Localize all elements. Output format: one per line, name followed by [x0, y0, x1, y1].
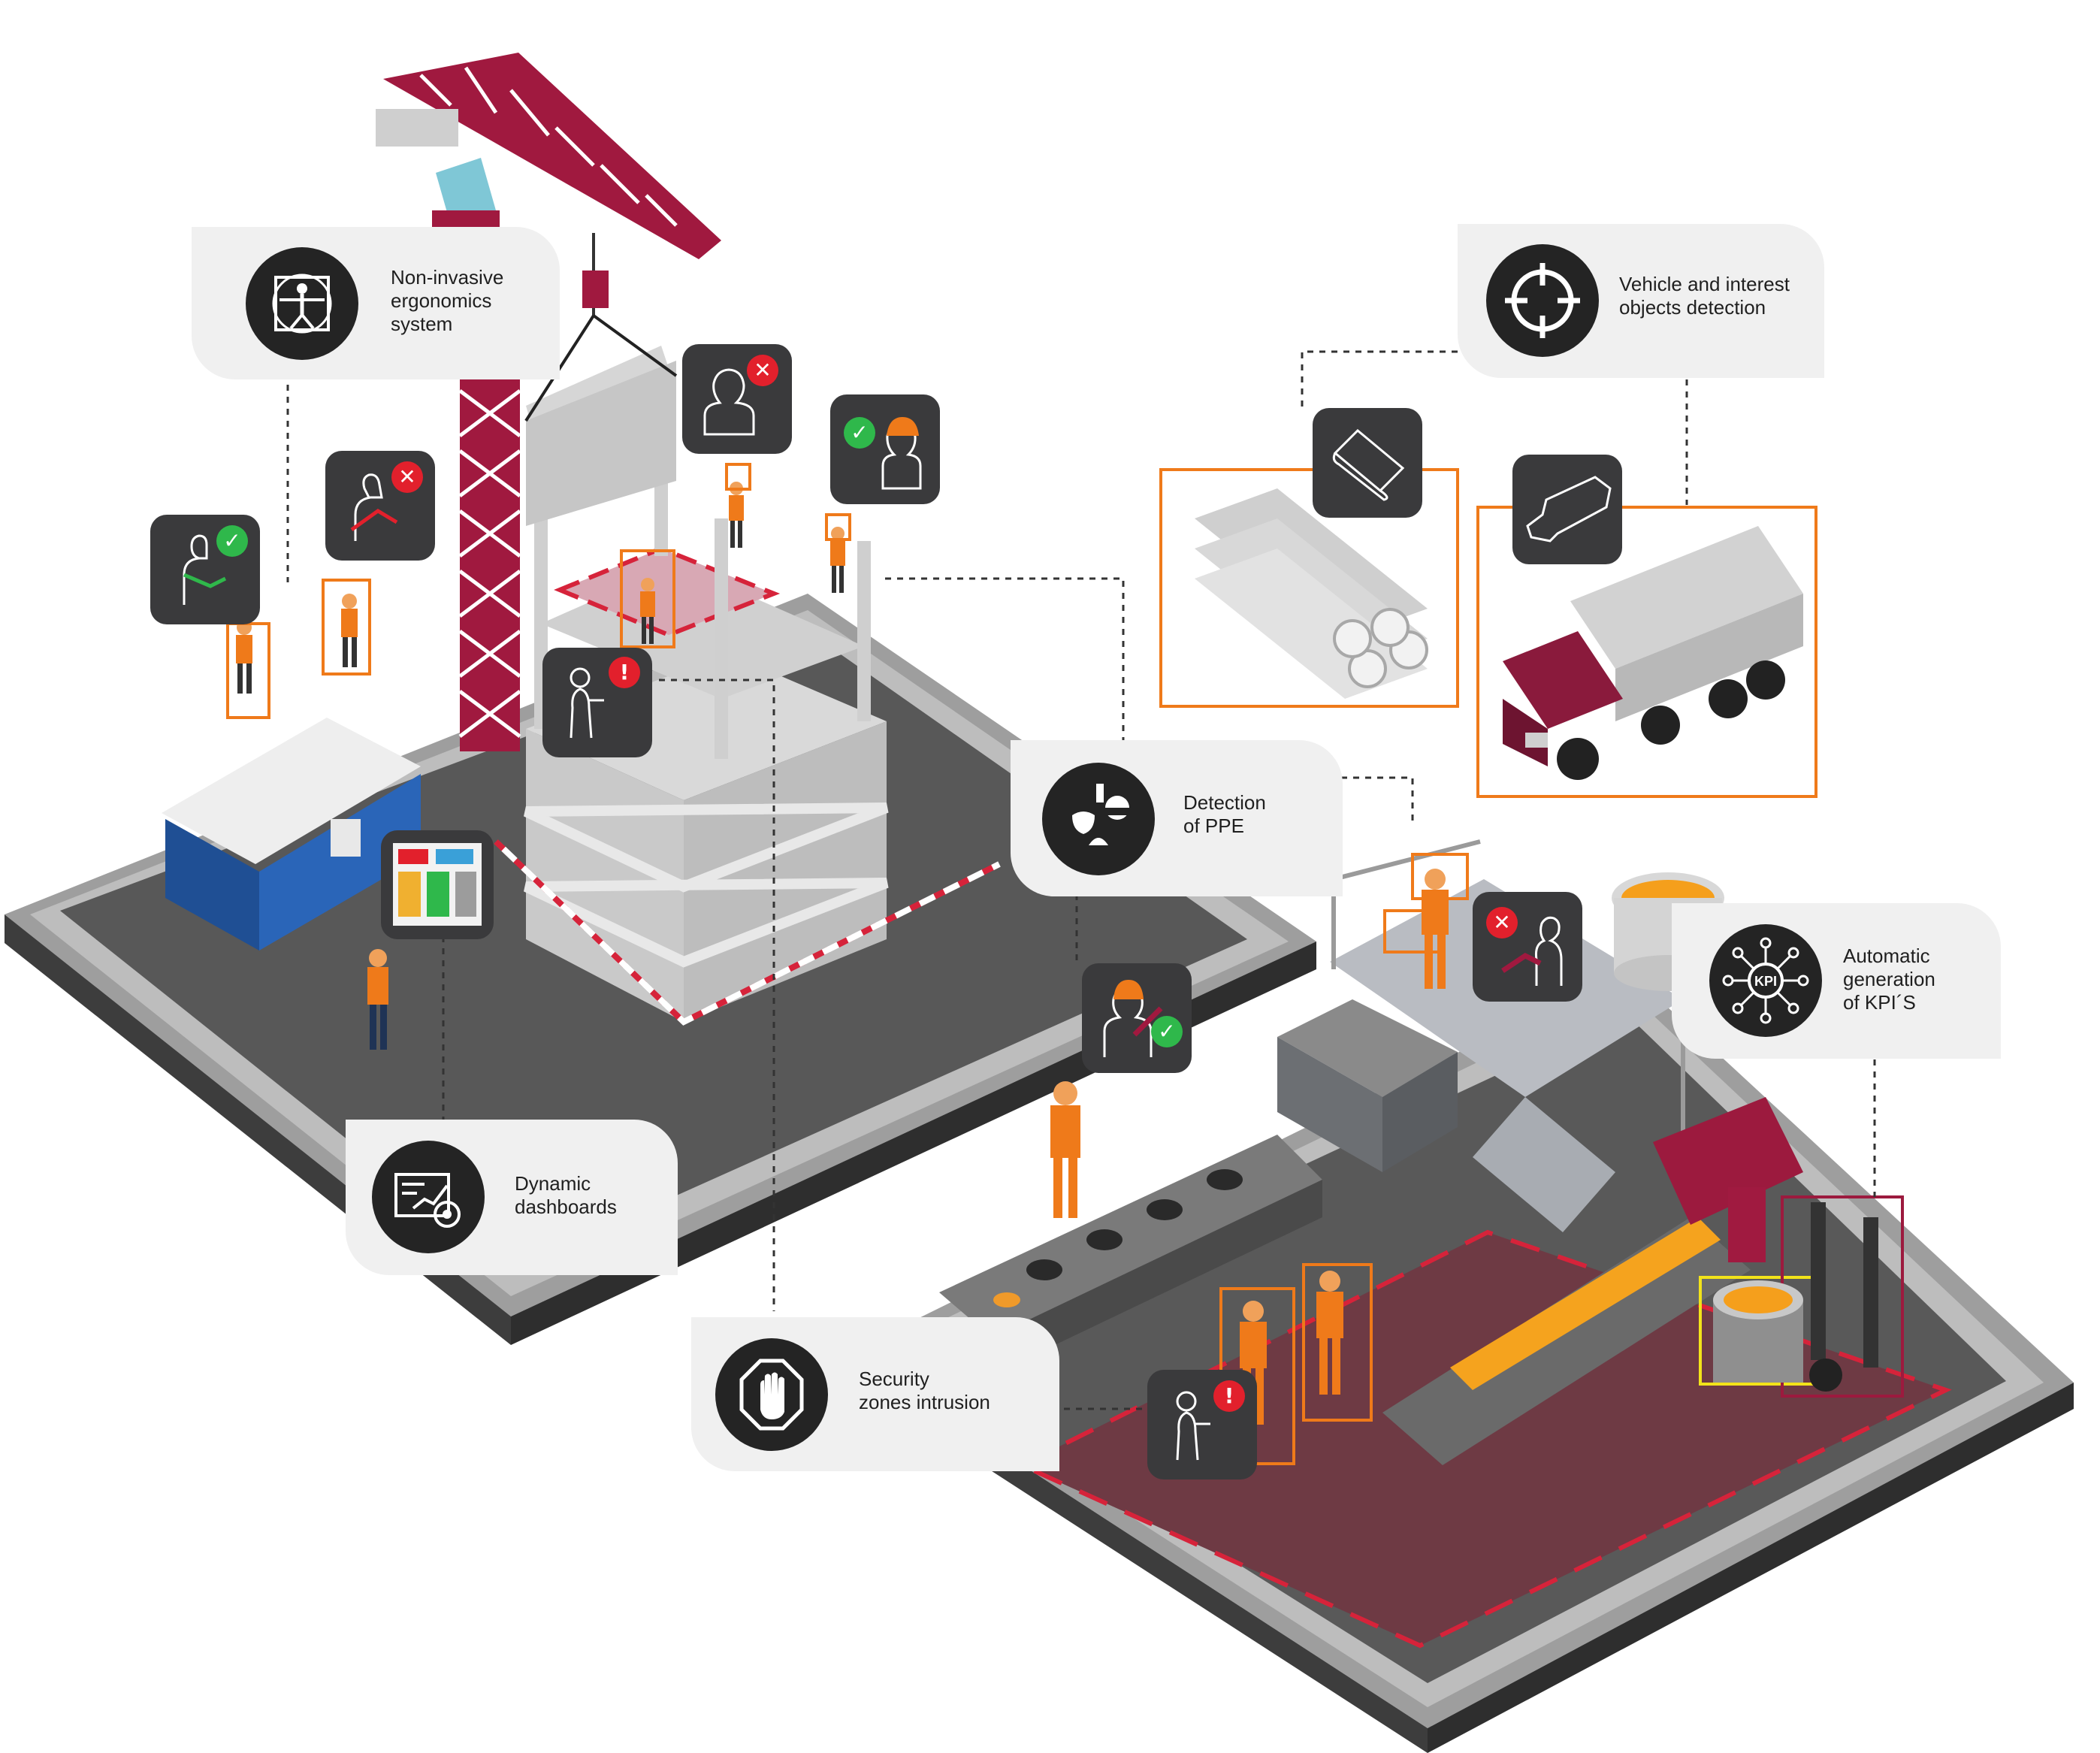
intrusion-alert-badge: ! — [542, 648, 652, 757]
building-frame — [494, 451, 1001, 1026]
ppe-detection-label: Detection of PPE — [1183, 791, 1266, 837]
worker — [729, 482, 744, 548]
worker — [640, 578, 655, 644]
worker — [1316, 1271, 1343, 1395]
dashboards-label: Dynamic dashboards — [515, 1172, 617, 1218]
cross-icon: ✕ — [391, 461, 423, 493]
worker — [341, 594, 358, 667]
vehicle-detection-label: Vehicle and interest objects detection — [1619, 273, 1790, 319]
steel-pipes — [1159, 468, 1459, 708]
dashboard-screen-badge — [381, 830, 494, 939]
scrap-bin — [1277, 999, 1458, 1172]
worker — [1050, 1081, 1080, 1218]
security-zones-label: Security zones intrusion — [859, 1368, 990, 1413]
ppe-detection-card: Detection of PPE — [1011, 740, 1343, 896]
crosshair-icon — [1486, 244, 1599, 357]
truck-outline-badge — [1512, 455, 1622, 564]
alert-icon: ! — [1213, 1380, 1245, 1412]
no-helmet-badge: ✕ — [682, 344, 792, 454]
kpi-card: KPI Automatic generation of KPI´S — [1672, 903, 2001, 1059]
posture-ok-badge: ✓ — [150, 515, 260, 624]
security-zones-card: Security zones intrusion — [691, 1317, 1059, 1471]
helmet-ok-badge: ✓ — [830, 394, 940, 504]
site-container-cabin — [162, 718, 421, 951]
worker — [830, 527, 845, 593]
roller-conveyor — [939, 1135, 1322, 1375]
stop-hand-icon — [715, 1338, 828, 1451]
ppe-icon — [1042, 763, 1155, 875]
check-icon: ✓ — [1151, 1016, 1183, 1047]
vitruvian-man-icon — [246, 247, 358, 360]
worker — [367, 949, 388, 1050]
hot-steel-conveyor — [1382, 1097, 1803, 1465]
pipe-outline-badge — [1313, 408, 1422, 518]
alert-icon: ! — [609, 657, 640, 688]
zone-intrusion-alert-badge: ! — [1147, 1370, 1257, 1479]
ergonomics-label: Non-invasive ergonomics system — [391, 266, 504, 335]
connector-lines — [286, 350, 1876, 1410]
glove-posture-bad-badge: ✕ — [1473, 892, 1582, 1002]
check-icon: ✓ — [844, 417, 875, 449]
check-icon: ✓ — [216, 525, 248, 557]
kpi-label: Automatic generation of KPI´S — [1843, 945, 1935, 1014]
ergonomics-card: Non-invasive ergonomics system — [192, 227, 560, 379]
vehicle-detection-card: Vehicle and interest objects detection — [1458, 224, 1824, 378]
logging-truck — [1476, 506, 1817, 798]
cross-icon: ✕ — [747, 355, 778, 386]
kpi-network-icon: KPI — [1709, 924, 1822, 1037]
dashboards-card: Dynamic dashboards — [346, 1120, 678, 1275]
dashboard-icon — [372, 1141, 485, 1253]
workers — [236, 482, 1449, 1425]
worker — [236, 620, 252, 694]
posture-bad-badge: ✕ — [325, 451, 435, 561]
kpi-badge-text: KPI — [1754, 974, 1777, 989]
cross-icon: ✕ — [1486, 907, 1518, 938]
tower-crane — [376, 53, 721, 751]
forklift-with-crucible — [1699, 1195, 1904, 1398]
ppe-worker-ok-badge: ✓ — [1082, 963, 1192, 1073]
